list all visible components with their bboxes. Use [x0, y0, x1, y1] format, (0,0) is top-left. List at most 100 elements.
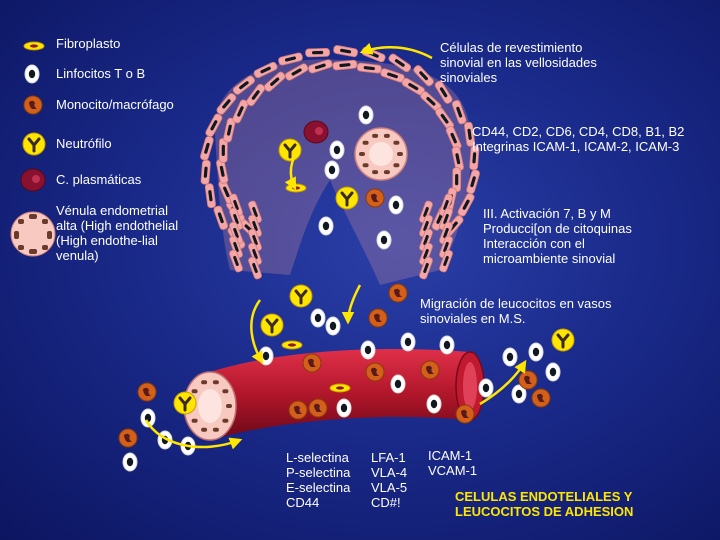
vessel-monocyte	[308, 398, 328, 418]
arrow-villus	[284, 147, 301, 191]
endothelial-nucleus	[212, 380, 219, 385]
footer-line: LEUCOCITOS DE ADHESION	[455, 504, 634, 519]
outer-neutrophil	[550, 327, 576, 353]
blood-monocyte	[137, 382, 157, 402]
molecule-label: LFA-1	[371, 450, 406, 465]
villus-lymphocyte	[329, 140, 345, 160]
annotation-activation: III. Activación 7, B y M Producci[on de …	[483, 206, 632, 266]
endothelial-nucleus	[397, 152, 403, 156]
outer-lymphocyte	[528, 342, 544, 362]
legend-neutrophil-icon	[21, 131, 47, 157]
annotation-line: Células de revestimiento	[440, 40, 583, 55]
blood-lymphocyte	[122, 452, 138, 472]
endothelial-nucleus	[393, 163, 400, 168]
villus-lymphocyte	[358, 105, 374, 125]
legend-lymphocyte-icon	[24, 64, 40, 84]
molecule-label: L-selectina	[286, 450, 349, 465]
legend-venule-line: Vénula endometrial	[56, 203, 169, 218]
blood-neutrophil	[172, 390, 198, 416]
endothelial-nucleus	[383, 133, 390, 138]
flow-arrows	[144, 42, 527, 450]
lining-cell	[332, 44, 359, 58]
vessel-monocyte	[455, 404, 475, 424]
molecule-label: VLA-4	[371, 465, 408, 480]
legend-venule-icon	[10, 211, 56, 257]
villus-plasma-cell	[303, 120, 329, 144]
legend-monocyte-label: Monocito/macrófago	[56, 97, 174, 112]
molecule-label: CD#!	[371, 495, 401, 510]
migrating-neutrophil	[288, 283, 314, 309]
blood-monocyte	[118, 428, 138, 448]
villus-monocyte	[365, 188, 385, 208]
endothelial-nucleus	[222, 418, 229, 423]
arrow-migration-center	[341, 284, 362, 325]
vessel-lymphocyte	[439, 335, 455, 355]
annotation-lining: Células de revestimiento sinovial en las…	[440, 40, 597, 85]
endothelial-nucleus	[201, 427, 208, 432]
villus-lymphocyte	[324, 160, 340, 180]
footer-line: CELULAS ENDOTELIALES Y	[455, 489, 633, 504]
endothelial-nucleus	[393, 140, 400, 145]
endothelial-nucleus	[191, 418, 198, 423]
migrating-lymphocyte	[325, 316, 341, 336]
endothelial-nucleus	[362, 140, 369, 145]
molecule-label: CD44	[286, 495, 320, 510]
legend-plasma-cell-icon	[20, 168, 46, 192]
legend-lymphocyte-label: Linfocitos T o B	[56, 66, 146, 81]
molecules-column-2: LFA-1 VLA-4 VLA-5 CD#!	[371, 450, 407, 510]
lining-cell	[200, 159, 212, 185]
villus-lymphocyte	[388, 195, 404, 215]
migrating-monocyte	[302, 353, 322, 373]
endothelial-nucleus	[212, 427, 219, 432]
arrow-adhesion	[144, 419, 243, 450]
annotation-line: CD44, CD2, CD6, CD4, CD8, B1, B2	[472, 124, 685, 139]
villus-venule	[354, 127, 408, 181]
annotation-line: sinovial en las vellosidades	[440, 55, 597, 70]
annotation-line: III. Activación 7, B y M	[483, 206, 611, 221]
molecules-column-1: L-selectina P-selectina E-selectina CD44	[286, 450, 350, 510]
endothelial-nucleus	[372, 133, 379, 138]
annotation-migration: Migración de leucocitos en vasos sinovia…	[420, 296, 612, 326]
vessel-monocyte	[365, 362, 385, 382]
synovial-villus	[199, 44, 481, 285]
endothelial-nucleus	[201, 380, 208, 385]
annotation-line: sinoviales en M.S.	[420, 311, 526, 326]
endothelial-nucleus	[226, 404, 232, 408]
migrating-monocyte	[368, 308, 388, 328]
endothelial-nucleus	[372, 170, 379, 175]
annotation-line: Interacción con el	[483, 236, 585, 251]
molecules-column-3: ICAM-1 VCAM-1	[428, 448, 477, 478]
annotation-cd: CD44, CD2, CD6, CD4, CD8, B1, B2 Integri…	[472, 124, 684, 154]
endothelial-nucleus	[362, 163, 369, 168]
villus-neutrophil	[334, 185, 360, 211]
blood-vessel	[183, 349, 485, 441]
vessel-lymphocyte	[336, 398, 352, 418]
migrating-neutrophil	[259, 312, 285, 338]
migrating-lymphocyte	[360, 340, 376, 360]
arrow-migration-left	[250, 299, 264, 365]
villus-lymphocyte	[318, 216, 334, 236]
vessel-lymphocyte	[426, 394, 442, 414]
lining-cell	[305, 47, 331, 58]
legend-fibroblast-icon	[23, 41, 45, 51]
arrow-exit	[479, 359, 527, 406]
villus-fibroblast	[285, 183, 307, 193]
migrating-monocyte	[388, 283, 408, 303]
footer-caption: CELULAS ENDOTELIALES Y LEUCOCITOS DE ADH…	[455, 489, 633, 519]
legend-neutrophil-label: Neutrófilo	[56, 136, 112, 151]
endothelial-nucleus	[383, 170, 390, 175]
molecule-label: VLA-5	[371, 480, 408, 495]
outer-lymphocyte	[478, 378, 494, 398]
annotation-line: sinoviales	[440, 70, 498, 85]
lining-cell	[204, 182, 217, 209]
legend-monocyte-icon	[23, 95, 43, 115]
vessel-monocyte	[288, 400, 308, 420]
migrating-lymphocyte	[400, 332, 416, 352]
legend-venule-line: alta (High endothelial	[56, 218, 179, 233]
annotation-line: microambiente sinovial	[483, 251, 616, 266]
migrating-fibroblast	[281, 340, 303, 350]
endothelial-nucleus	[191, 389, 198, 394]
molecule-label: VCAM-1	[428, 463, 478, 478]
outer-lymphocyte	[545, 362, 561, 382]
